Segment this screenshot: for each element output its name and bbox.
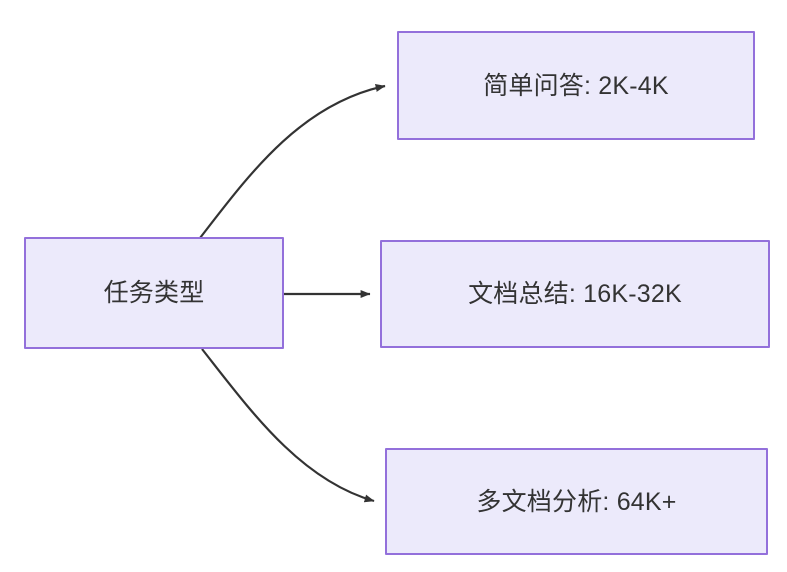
- node-doc-summary-label: 文档总结: 16K-32K: [468, 280, 682, 308]
- edge-source-simple-qa: [199, 84, 386, 239]
- node-simple-qa[interactable]: 简单问答: 2K-4K: [397, 31, 755, 140]
- node-multi-doc[interactable]: 多文档分析: 64K+: [385, 448, 768, 555]
- node-source[interactable]: 任务类型: [24, 237, 284, 349]
- node-doc-summary[interactable]: 文档总结: 16K-32K: [380, 240, 770, 348]
- node-simple-qa-label: 简单问答: 2K-4K: [483, 71, 669, 100]
- node-source-label: 任务类型: [103, 279, 205, 307]
- edge-source-multi-doc: [201, 348, 375, 503]
- node-multi-doc-label: 多文档分析: 64K+: [476, 487, 677, 516]
